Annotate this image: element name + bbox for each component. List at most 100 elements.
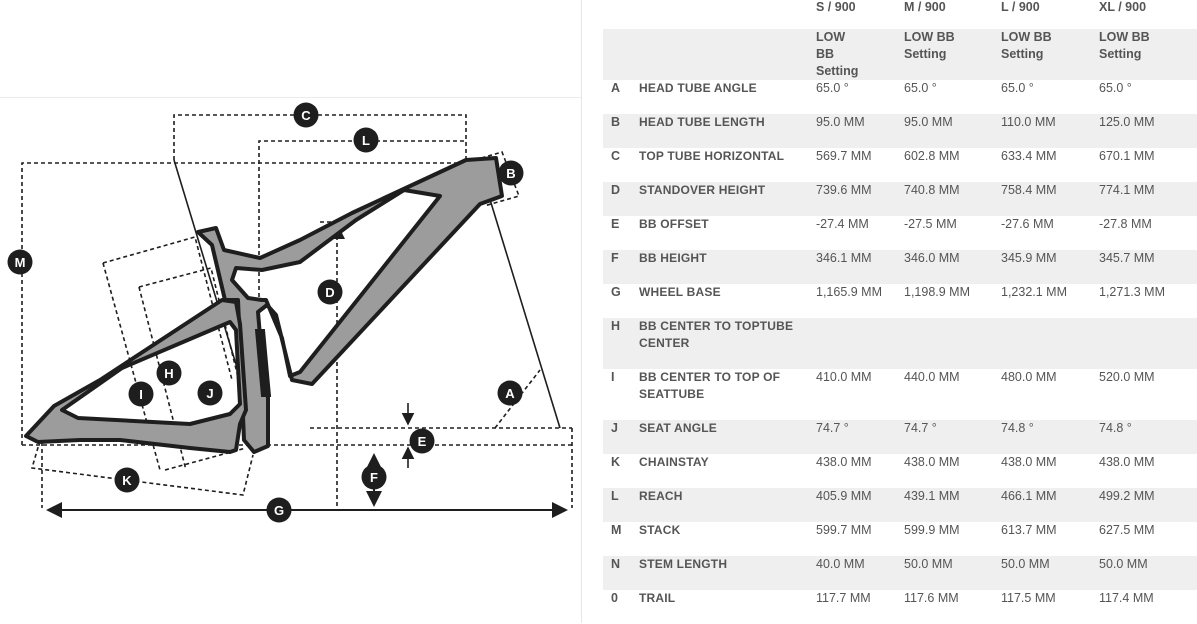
svg-text:F: F — [370, 470, 378, 485]
row-measurement-name: HEAD TUBE ANGLE — [639, 80, 816, 114]
row-value-cell: 95.0 MM — [816, 114, 904, 148]
row-value-cell: 520.0 MM — [1099, 369, 1197, 420]
label-I: I — [128, 381, 154, 407]
steering-axis-line — [483, 179, 561, 429]
row-value-cell: 74.8 ° — [1001, 420, 1099, 454]
row-value-cell: 1,271.3 MM — [1099, 284, 1197, 318]
label-C: C — [293, 102, 319, 128]
row-value-cell: 627.5 MM — [1099, 522, 1197, 556]
row-value-cell: 410.0 MM — [816, 369, 904, 420]
row-value-cell: 438.0 MM — [1001, 454, 1099, 488]
row-measurement-name: TRAIL — [639, 590, 816, 624]
row-value-cell: 499.2 MM — [1099, 488, 1197, 522]
row-value-cell: 1,165.9 MM — [816, 284, 904, 318]
row-value-cell: 117.6 MM — [904, 590, 1001, 624]
svg-text:A: A — [505, 386, 515, 401]
row-measurement-name: STEM LENGTH — [639, 556, 816, 590]
row-letter: N — [603, 556, 639, 590]
row-value-cell: 95.0 MM — [904, 114, 1001, 148]
label-G: G — [266, 497, 292, 523]
row-value-cell: 117.5 MM — [1001, 590, 1099, 624]
row-value-cell: 345.7 MM — [1099, 250, 1197, 284]
row-letter: C — [603, 148, 639, 182]
setting-header-row: LOW BB Setting LOW BB Setting LOW BB Set… — [603, 29, 1197, 80]
label-J: J — [197, 380, 223, 406]
row-measurement-name: STANDOVER HEIGHT — [639, 182, 816, 216]
size-header: S / 900 — [816, 0, 856, 14]
svg-text:C: C — [301, 108, 311, 123]
label-A: A — [497, 380, 523, 406]
row-value-cell: 438.0 MM — [904, 454, 1001, 488]
svg-text:I: I — [139, 387, 143, 402]
row-value-cell: 74.7 ° — [904, 420, 1001, 454]
row-value-cell: -27.8 MM — [1099, 216, 1197, 250]
setting-header: LOW BB Setting — [1001, 29, 1099, 80]
label-F: F — [361, 464, 387, 490]
row-value-cell: -27.6 MM — [1001, 216, 1099, 250]
row-letter: 0 — [603, 590, 639, 624]
row-value-cell: 50.0 MM — [1001, 556, 1099, 590]
row-letter: D — [603, 182, 639, 216]
row-measurement-name: TOP TUBE HORIZONTAL — [639, 148, 816, 182]
row-value-cell: 599.9 MM — [904, 522, 1001, 556]
row-letter: F — [603, 250, 639, 284]
label-B: B — [498, 160, 524, 186]
label-L: L — [353, 127, 379, 153]
geometry-diagram: A B C D E F G H I J K L M — [0, 0, 582, 623]
row-value-cell: -27.5 MM — [904, 216, 1001, 250]
row-value-cell: 65.0 ° — [904, 80, 1001, 114]
size-header: L / 900 — [1001, 0, 1040, 14]
row-value-cell: 65.0 ° — [1099, 80, 1197, 114]
row-value-cell: 50.0 MM — [904, 556, 1001, 590]
row-value-cell: 50.0 MM — [1099, 556, 1197, 590]
label-E: E — [409, 428, 435, 454]
row-value-cell: 405.9 MM — [816, 488, 904, 522]
row-value-cell: 758.4 MM — [1001, 182, 1099, 216]
top-separator — [0, 97, 582, 98]
row-measurement-name: BB CENTER TO TOP OF SEATTUBE — [639, 369, 816, 420]
setting-header: LOW BB Setting — [816, 29, 904, 80]
panel-divider — [581, 0, 582, 623]
row-measurement-name: STACK — [639, 522, 816, 556]
geometry-table: S / 900 M / 900 L / 900 XL / 900 LOW BB … — [603, 0, 1197, 624]
row-value-cell: 613.7 MM — [1001, 522, 1099, 556]
row-value-cell — [1001, 318, 1099, 369]
row-value-cell: 74.8 ° — [1099, 420, 1197, 454]
svg-text:D: D — [325, 285, 334, 300]
row-value-cell: 65.0 ° — [1001, 80, 1099, 114]
row-value-cell: 569.7 MM — [816, 148, 904, 182]
row-value-cell: 774.1 MM — [1099, 182, 1197, 216]
row-letter: J — [603, 420, 639, 454]
row-measurement-name: REACH — [639, 488, 816, 522]
row-letter: I — [603, 369, 639, 420]
row-value-cell: 1,198.9 MM — [904, 284, 1001, 318]
row-value-cell: 117.7 MM — [816, 590, 904, 624]
svg-text:M: M — [15, 255, 26, 270]
row-measurement-name: WHEEL BASE — [639, 284, 816, 318]
row-measurement-name: SEAT ANGLE — [639, 420, 816, 454]
row-measurement-name: CHAINSTAY — [639, 454, 816, 488]
setting-header: LOW BB Setting — [1099, 29, 1197, 80]
row-value-cell: 125.0 MM — [1099, 114, 1197, 148]
row-value-cell: 739.6 MM — [816, 182, 904, 216]
row-measurement-name: BB CENTER TO TOPTUBE CENTER — [639, 318, 816, 369]
svg-text:J: J — [206, 386, 213, 401]
svg-text:B: B — [506, 166, 515, 181]
row-value-cell: 633.4 MM — [1001, 148, 1099, 182]
row-letter: H — [603, 318, 639, 369]
row-measurement-name: BB HEIGHT — [639, 250, 816, 284]
label-K: K — [114, 467, 140, 493]
label-H: H — [156, 360, 182, 386]
row-value-cell: 438.0 MM — [816, 454, 904, 488]
svg-text:K: K — [122, 473, 132, 488]
